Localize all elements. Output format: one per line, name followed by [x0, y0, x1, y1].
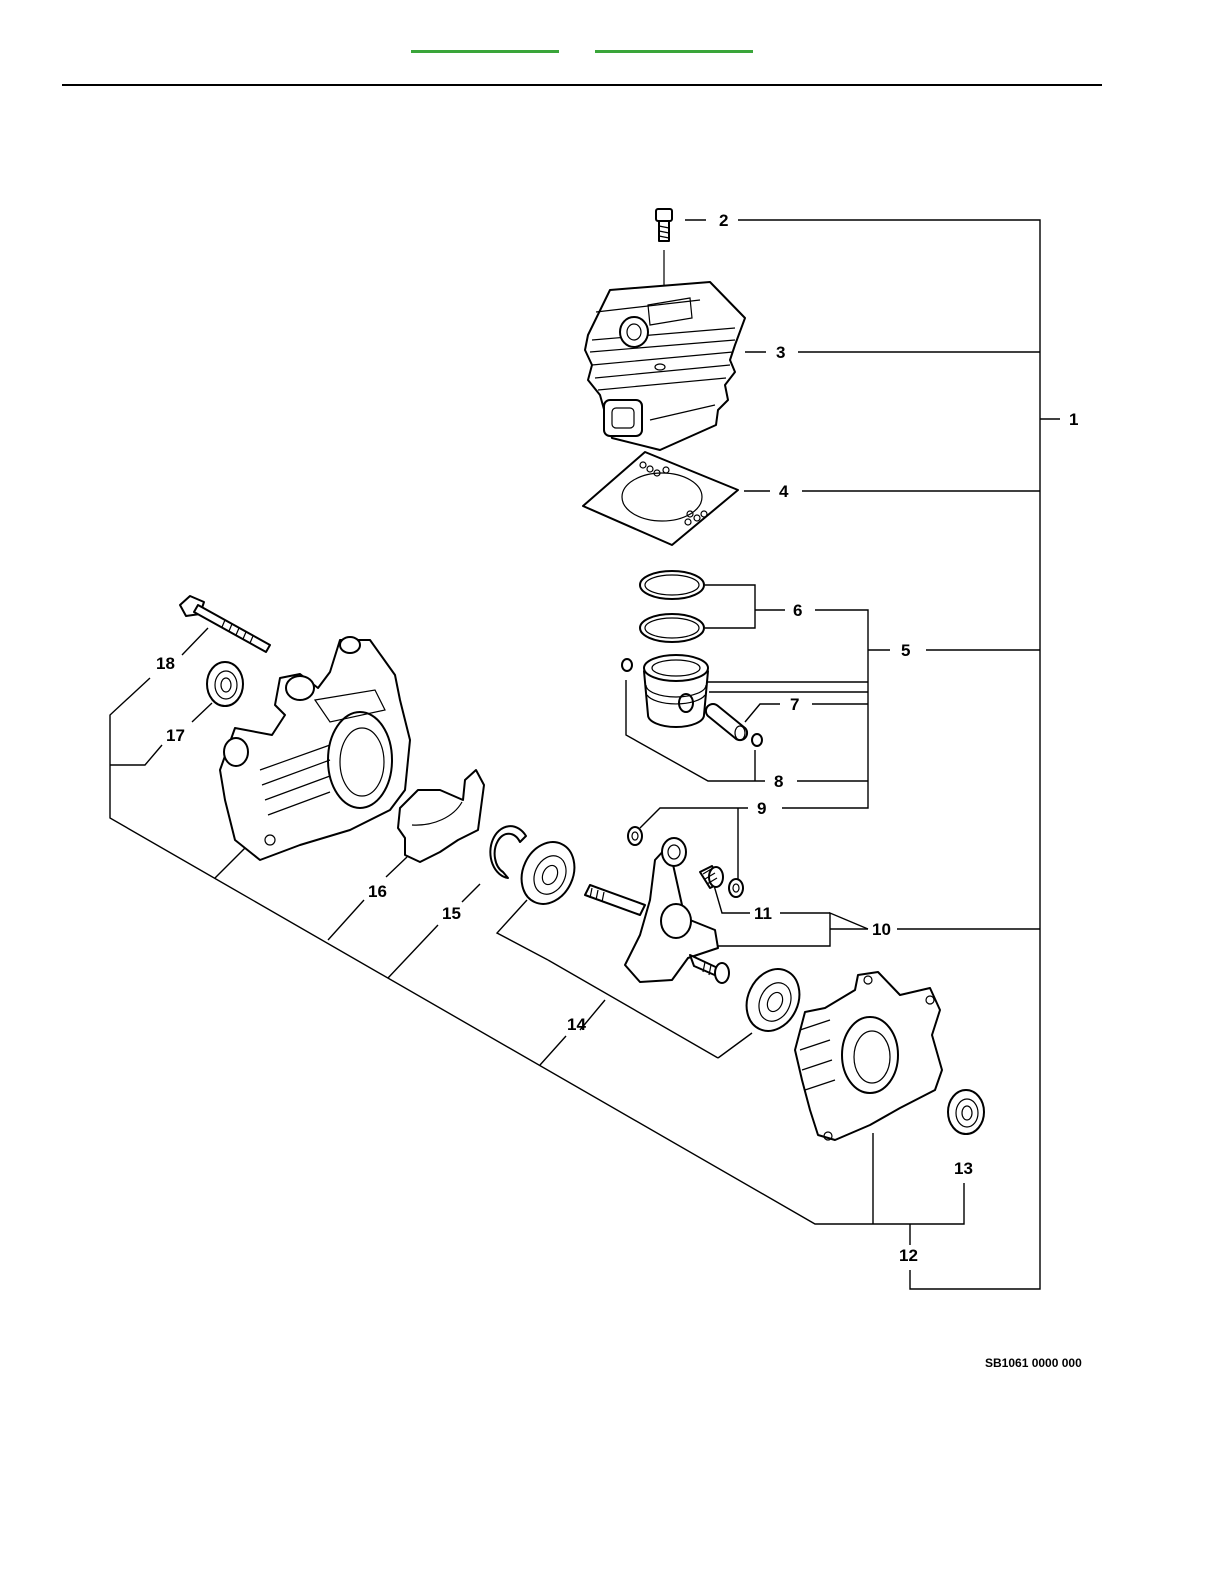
crankshaft-part	[585, 838, 729, 983]
callout-2: 2	[719, 211, 728, 230]
callout-6: 6	[793, 601, 802, 620]
cylinder-gasket-part	[583, 452, 738, 545]
snap-ring-part	[490, 826, 526, 878]
oil-seal-right-part	[948, 1090, 984, 1134]
callout-5: 5	[901, 641, 910, 660]
callout-11: 11	[754, 904, 772, 923]
drawing-code: SB1061 0000 000	[985, 1356, 1082, 1370]
right-crankcase-part	[795, 972, 942, 1140]
washer-part	[628, 827, 743, 897]
callout-9: 9	[757, 799, 766, 818]
oil-seal-left-part	[207, 662, 243, 706]
callout-7: 7	[790, 695, 799, 714]
cylinder-part	[585, 282, 745, 450]
callout-14: 14	[567, 1015, 586, 1034]
piston-part	[644, 655, 708, 727]
crankcase-gasket-part	[398, 770, 484, 862]
callout-12: 12	[899, 1246, 918, 1265]
callout-8: 8	[774, 772, 783, 791]
callout-17: 17	[166, 726, 185, 745]
left-crankcase-part	[220, 637, 410, 860]
needle-bearing-part	[700, 866, 723, 888]
callout-18: 18	[156, 654, 175, 673]
piston-pin-part	[706, 704, 747, 740]
callout-1: 1	[1069, 410, 1078, 429]
callout-13: 13	[954, 1159, 973, 1178]
piston-rings-part	[640, 571, 704, 642]
callout-15: 15	[442, 904, 461, 923]
callout-3: 3	[776, 343, 785, 362]
callout-10: 10	[872, 920, 891, 939]
callout-16: 16	[368, 882, 387, 901]
callout-4: 4	[779, 482, 789, 501]
